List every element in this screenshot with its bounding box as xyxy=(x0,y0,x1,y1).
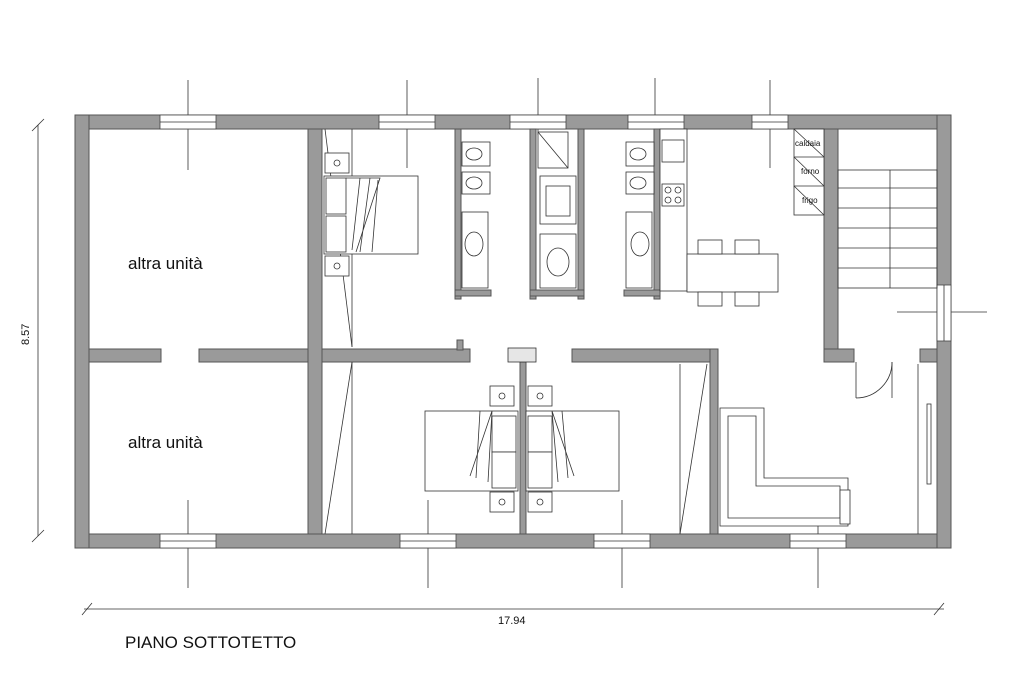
bathroom-2 xyxy=(537,131,577,289)
room-label-unit-bottom: altra unità xyxy=(128,433,203,452)
dimension-width: 17.94 xyxy=(498,615,526,627)
double-bed-1 xyxy=(323,152,419,277)
windows xyxy=(159,114,952,549)
bathroom-3 xyxy=(625,141,655,289)
bathroom-1 xyxy=(461,141,491,289)
appliance-label-fridge: frigo xyxy=(802,196,818,205)
staircase xyxy=(837,169,938,289)
twin-beds xyxy=(424,385,620,513)
plan-title: PIANO SOTTOTETTO xyxy=(125,633,296,652)
appliance-label-boiler: caldaia xyxy=(795,139,821,148)
room-label-unit-top: altra unità xyxy=(128,254,203,273)
interior-walls xyxy=(88,128,938,535)
kitchen xyxy=(659,128,825,307)
dimension-height: 8.57 xyxy=(20,324,32,345)
sofa xyxy=(719,407,851,527)
appliance-label-oven: forno xyxy=(801,167,820,176)
dimension-lines xyxy=(31,118,945,616)
